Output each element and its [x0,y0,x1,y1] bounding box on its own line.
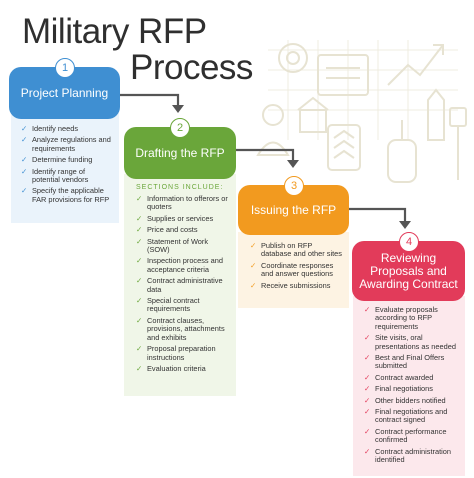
list-item: ✓Final negotiations and contract signed [364,407,448,425]
list-item: ✓Coordinate responses and answer questio… [250,260,334,279]
list-item: ✓Determine funding [21,155,93,165]
list-item: ✓Receive submissions [250,280,331,290]
list-item: ✓Final negotiations [364,384,433,394]
check-icon: ✓ [364,384,371,394]
check-icon: ✓ [21,124,28,133]
connector-arrow-3 [345,207,411,229]
page-title-line2: Process [130,48,253,87]
check-icon: ✓ [21,166,28,176]
list-item: ✓Special contract requirements [136,296,200,314]
list-item: ✓Contract performance confirmed [364,426,447,445]
list-item: ✓Best and Final Offers submitted [364,353,445,371]
list-item: ✓Contract clauses, provisions, attachmen… [136,315,225,342]
step-3-number: 3 [284,176,304,196]
check-icon: ✓ [364,305,371,314]
check-icon: ✓ [136,213,143,223]
list-item: ✓Specify the applicable FAR provisions f… [21,186,110,204]
check-icon: ✓ [250,280,257,290]
list-item: ✓Price and costs [136,225,198,235]
step-4-number: 4 [399,232,419,252]
step-1-panel: ✓Identify needs ✓Analyze regulations and… [11,113,119,223]
check-icon: ✓ [364,426,371,436]
list-item: ✓Publish on RFP database and other sites [250,241,342,259]
list-item: ✓Site visits, oral presentations as need… [364,333,456,351]
sections-heading: SECTIONS INCLUDE: [136,184,224,191]
list-item: ✓Contract administrative data [136,276,223,294]
check-icon: ✓ [250,260,257,270]
list-item: ✓Analyze regulations and requirements [21,135,111,153]
list-item: ✓Contract awarded [364,372,434,382]
check-icon: ✓ [364,353,371,363]
list-item: ✓Evaluate proposals according to RFP req… [364,305,438,331]
check-icon: ✓ [364,395,371,405]
list-item: ✓Inspection process and acceptance crite… [136,256,224,274]
check-icon: ✓ [136,236,143,246]
check-icon: ✓ [21,186,28,196]
list-item: ✓Contract administration identified [364,446,451,465]
list-item: ✓Information to offerors or quoters [136,194,228,212]
check-icon: ✓ [21,155,28,165]
check-icon: ✓ [136,276,143,286]
check-icon: ✓ [364,446,371,456]
list-item: ✓Other bidders notified [364,395,446,405]
list-item: ✓Proposal preparation instructions [136,344,216,362]
step-4-panel: ✓Evaluate proposals according to RFP req… [353,296,465,476]
connector-arrow-1 [120,93,184,113]
list-item: ✓Statement of Work (SOW) [136,236,209,255]
check-icon: ✓ [136,363,143,373]
list-item: ✓Identify range of potential vendors [21,166,89,185]
check-icon: ✓ [136,315,143,325]
check-icon: ✓ [364,333,371,343]
check-icon: ✓ [136,296,143,306]
step-2-panel: SECTIONS INCLUDE: ✓Information to offero… [124,174,236,396]
step-3-panel: ✓Publish on RFP database and other sites… [238,232,349,308]
check-icon: ✓ [364,372,371,382]
connector-arrow-2 [235,148,299,168]
check-icon: ✓ [250,241,257,250]
list-item: ✓Evaluation criteria [136,363,206,373]
check-icon: ✓ [21,135,28,145]
step-1-number: 1 [55,58,75,78]
check-icon: ✓ [136,256,143,266]
list-item: ✓Identify needs [21,124,79,133]
step-2-number: 2 [170,118,190,138]
check-icon: ✓ [136,194,143,203]
check-icon: ✓ [136,344,143,354]
check-icon: ✓ [136,225,143,235]
page-title-line1: Military RFP [22,12,207,51]
check-icon: ✓ [364,407,371,417]
military-illustration [256,40,467,183]
list-item: ✓Supplies or services [136,213,214,223]
